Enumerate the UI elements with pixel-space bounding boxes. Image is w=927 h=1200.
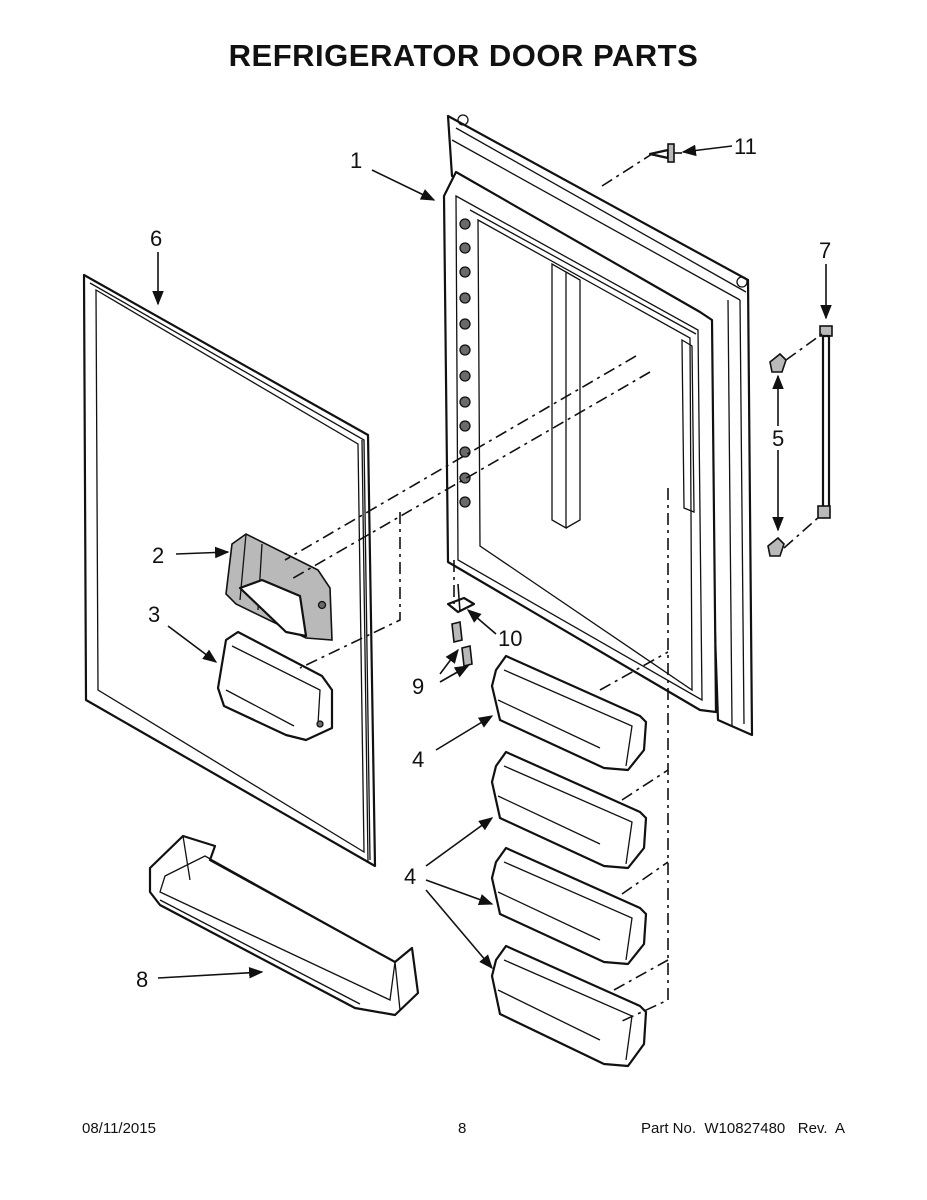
callout-7: 7	[819, 238, 831, 263]
bracket-part-10	[446, 583, 476, 614]
door-bin-part	[148, 834, 420, 1017]
callout-8: 8	[136, 967, 148, 992]
callout-6: 6	[150, 226, 162, 251]
door-bin-small-part	[490, 846, 648, 966]
liner-bumps	[459, 218, 471, 508]
door-handle-part	[817, 325, 833, 519]
footer-page-number: 8	[458, 1120, 467, 1137]
callout-1: 1	[350, 148, 362, 173]
assembly-lines	[284, 153, 823, 1023]
handle-plug-upper	[769, 352, 787, 373]
footer-date: 08/11/2015	[82, 1120, 156, 1137]
callout-2: 2	[152, 543, 164, 568]
door-bin-small-part	[490, 654, 648, 772]
dairy-bin-part	[216, 630, 334, 742]
screw-part-11	[648, 143, 682, 163]
callout-9: 9	[412, 674, 424, 699]
callout-11: 11	[734, 134, 757, 159]
callout-4-group: 4	[404, 864, 416, 889]
callout-4-top: 4	[412, 747, 424, 772]
callout-3: 3	[148, 602, 160, 627]
callout-5: 5	[772, 426, 784, 451]
door-bin-small-part	[490, 750, 648, 870]
screws-part-9	[451, 621, 473, 667]
page-title: REFRIGERATOR DOOR PARTS	[228, 38, 699, 73]
leader-arrows	[152, 144, 832, 979]
callout-labels: 1 11 6 7 5 2 3 10 9 4 4 8	[136, 134, 831, 992]
footer-part-number: Part No. W10827480 Rev. A	[641, 1120, 845, 1137]
dairy-door-part	[225, 533, 333, 641]
callout-10: 10	[498, 626, 522, 651]
handle-plug-lower	[767, 536, 785, 557]
door-liner-part	[442, 114, 754, 737]
